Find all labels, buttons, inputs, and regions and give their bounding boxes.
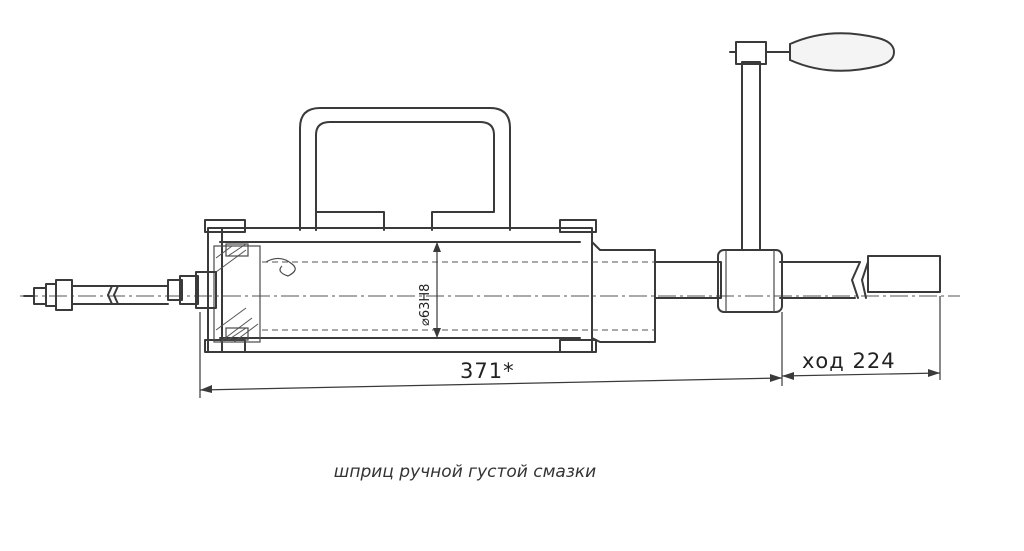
- cylinder-body: [204, 219, 656, 353]
- carry-handle: [299, 107, 511, 231]
- nozzle-fitting: [23, 271, 217, 311]
- crank-knob: [789, 32, 896, 72]
- drawing-caption: шприц ручной густой смазки: [333, 462, 597, 482]
- end-cap-section: [213, 243, 261, 343]
- crank-hub: [717, 249, 783, 313]
- overall-length-dimension: 371*: [199, 312, 783, 398]
- bore-diameter-label: ⌀63H8: [418, 284, 433, 326]
- stroke-label: ход 224: [802, 349, 896, 373]
- bore-diameter-dimension: ⌀63H8: [418, 242, 441, 338]
- crank-lever: [729, 32, 896, 251]
- stroke-dimension: ход 224: [781, 296, 941, 380]
- piston-rod: [654, 255, 941, 299]
- plunger: [262, 257, 655, 331]
- overall-length-label: 371*: [460, 359, 515, 383]
